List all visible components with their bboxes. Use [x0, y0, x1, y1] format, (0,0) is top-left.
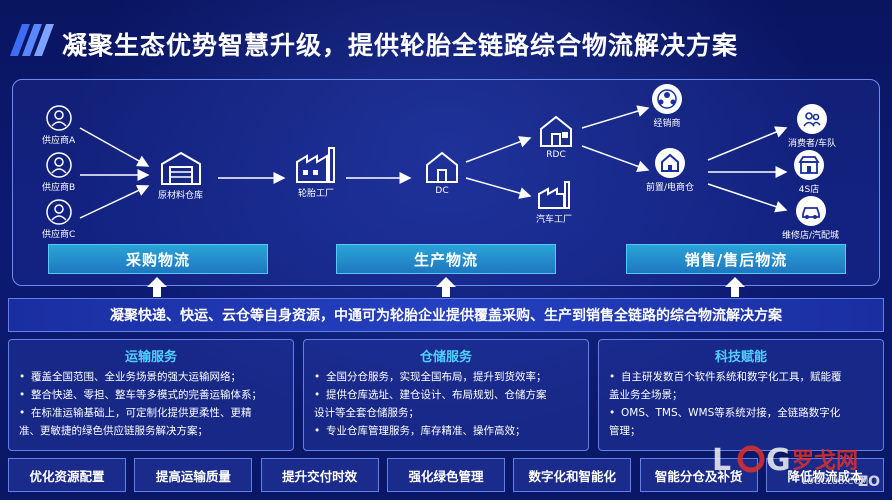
benefit-tag: 优化资源配置 [8, 458, 126, 492]
node-consumer: 消费者/车队 [788, 104, 836, 149]
dc-label: DC [435, 186, 449, 196]
service-item: 在标准运输基础上，可定制化提供更柔性、更精 [19, 404, 283, 422]
service-item: 专业仓库管理服务，库存精准、操作高效； [314, 422, 578, 440]
stage-band-production: 生产物流 [336, 244, 556, 274]
node-rdc: RDC [538, 114, 574, 160]
front-warehouse-label: 前置/电商仓 [646, 183, 695, 193]
service-list: 全国分仓服务，实现全国布局，提升到货效率； 提供仓库选址、建仓设计、布局规划、仓… [314, 368, 578, 440]
group-icon [652, 84, 682, 114]
person-icon [45, 152, 72, 178]
person-icon [45, 199, 72, 225]
svg-text:罗戈网: 罗戈网 [792, 449, 858, 474]
benefit-tag: 降低物流成本 [765, 458, 884, 492]
service-item: 整合快递、零担、整车等多模式的完善运输体系； [19, 386, 283, 404]
benefit-tag: 提高运输质量 [134, 458, 253, 492]
node-4s-store: 4S店 [794, 150, 824, 195]
solution-statement: 凝聚快递、快运、云仓等自身资源，中通可为轮胎企业提供覆盖采购、生产到销售全链路的… [8, 298, 884, 332]
node-distributor: 经销商 [652, 84, 682, 129]
node-auto-factory: 汽车工厂 [536, 178, 572, 225]
service-card-title: 科技赋能 [714, 350, 767, 365]
repair-shop-label: 维修店/汽配城 [782, 231, 840, 241]
node-tire-factory: 轮胎工厂 [294, 144, 338, 199]
benefit-tag: 智能分仓及补货 [639, 458, 758, 492]
group-icon [797, 104, 828, 134]
rdc-label: RDC [546, 150, 566, 160]
up-arrow-icon [725, 277, 745, 297]
svg-text:G: G [766, 443, 791, 478]
up-arrow-icon [147, 277, 167, 297]
service-item: 设计等全套仓储服务； [314, 407, 419, 419]
service-card-transport: 运输服务 覆盖全国范围、全业务场景的强大运输网络； 整合快递、零担、整车等多模式… [8, 339, 294, 451]
up-arrow-icon [436, 277, 456, 297]
stage-band-procurement: 采购物流 [48, 244, 268, 274]
benefit-tag: 数字化和智能化 [513, 458, 632, 492]
service-item: 盖业务全场景； [609, 389, 683, 401]
service-item: 全国分仓服务，实现全国布局，提升到货效率； [314, 368, 578, 386]
service-card-technology: 科技赋能 自主研发数百个软件系统和数字化工具，赋能覆 盖业务全场景； OMS、T… [598, 339, 884, 451]
svg-text:LOGCLUB.COM: LOGCLUB.COM [802, 477, 868, 487]
service-card-title: 运输服务 [124, 350, 177, 365]
stage-band-sales: 销售/售后物流 [626, 244, 846, 274]
tire-factory-label: 轮胎工厂 [297, 189, 334, 199]
house-icon [538, 114, 574, 148]
supplier-b-label: 供应商B [42, 183, 76, 193]
factory-icon [536, 178, 572, 210]
title-chevron-icon [10, 24, 54, 56]
supplier-a-label: 供应商A [42, 136, 76, 146]
page-title: 凝聚生态优势智慧升级，提供轮胎全链路综合物流解决方案 [62, 31, 739, 60]
title-bar: 凝聚生态优势智慧升级，提供轮胎全链路综合物流解决方案 [0, 12, 892, 68]
warehouse-icon [159, 150, 203, 186]
node-supplier-c: 供应商C [42, 199, 75, 240]
raw-warehouse-label: 原材料仓库 [158, 191, 204, 201]
service-item: 覆盖全国范围、全业务场景的强大运输网络； [19, 368, 283, 386]
person-icon [45, 105, 72, 131]
node-raw-warehouse: 原材料仓库 [158, 150, 203, 201]
svg-text:L: L [712, 443, 731, 478]
auto-factory-label: 汽车工厂 [536, 215, 573, 225]
node-front-warehouse: 前置/电商仓 [646, 148, 694, 193]
service-item: 自主研发数百个软件系统和数字化工具，赋能覆 [609, 368, 873, 386]
service-card-warehousing: 仓储服务 全国分仓服务，实现全国布局，提升到货效率； 提供仓库选址、建仓设计、布… [303, 339, 589, 451]
house-icon [655, 148, 686, 178]
benefit-tag: 提升交付时效 [260, 458, 379, 492]
house-icon [424, 150, 460, 184]
service-item: 准、更敏捷的绿色供应链服务解决方案； [19, 425, 208, 437]
benefit-tag-row: 优化资源配置 提高运输质量 提升交付时效 强化绿色管理 数字化和智能化 智能分仓… [8, 458, 884, 492]
service-card-title: 仓储服务 [419, 350, 472, 365]
distributor-label: 经销商 [653, 119, 681, 129]
node-dc: DC [424, 150, 460, 196]
4s-store-label: 4S店 [798, 185, 820, 195]
node-repair-shop: 维修店/汽配城 [782, 196, 839, 241]
service-list: 自主研发数百个软件系统和数字化工具，赋能覆 盖业务全场景； OMS、TMS、WM… [609, 368, 873, 440]
factory-icon [294, 144, 338, 184]
svg-text:ZO: ZO [858, 474, 880, 490]
service-item: OMS、TMS、WMS等系统对接，全链路数字化 [609, 404, 873, 422]
logclub-watermark-logo: L G 罗戈网 LOGCLUB.COM ZO [712, 443, 880, 490]
service-item: 管理； [609, 425, 641, 437]
car-icon [795, 196, 826, 226]
service-item: 提供仓库选址、建仓设计、布局规划、仓储方案 [314, 386, 578, 404]
node-supplier-a: 供应商A [42, 105, 75, 146]
consumer-label: 消费者/车队 [788, 139, 837, 149]
node-supplier-b: 供应商B [42, 152, 75, 193]
benefit-tag: 强化绿色管理 [386, 458, 505, 492]
service-list: 覆盖全国范围、全业务场景的强大运输网络； 整合快递、零担、整车等多模式的完善运输… [19, 368, 283, 440]
supplier-c-label: 供应商C [42, 230, 76, 240]
shop-icon [794, 150, 824, 180]
